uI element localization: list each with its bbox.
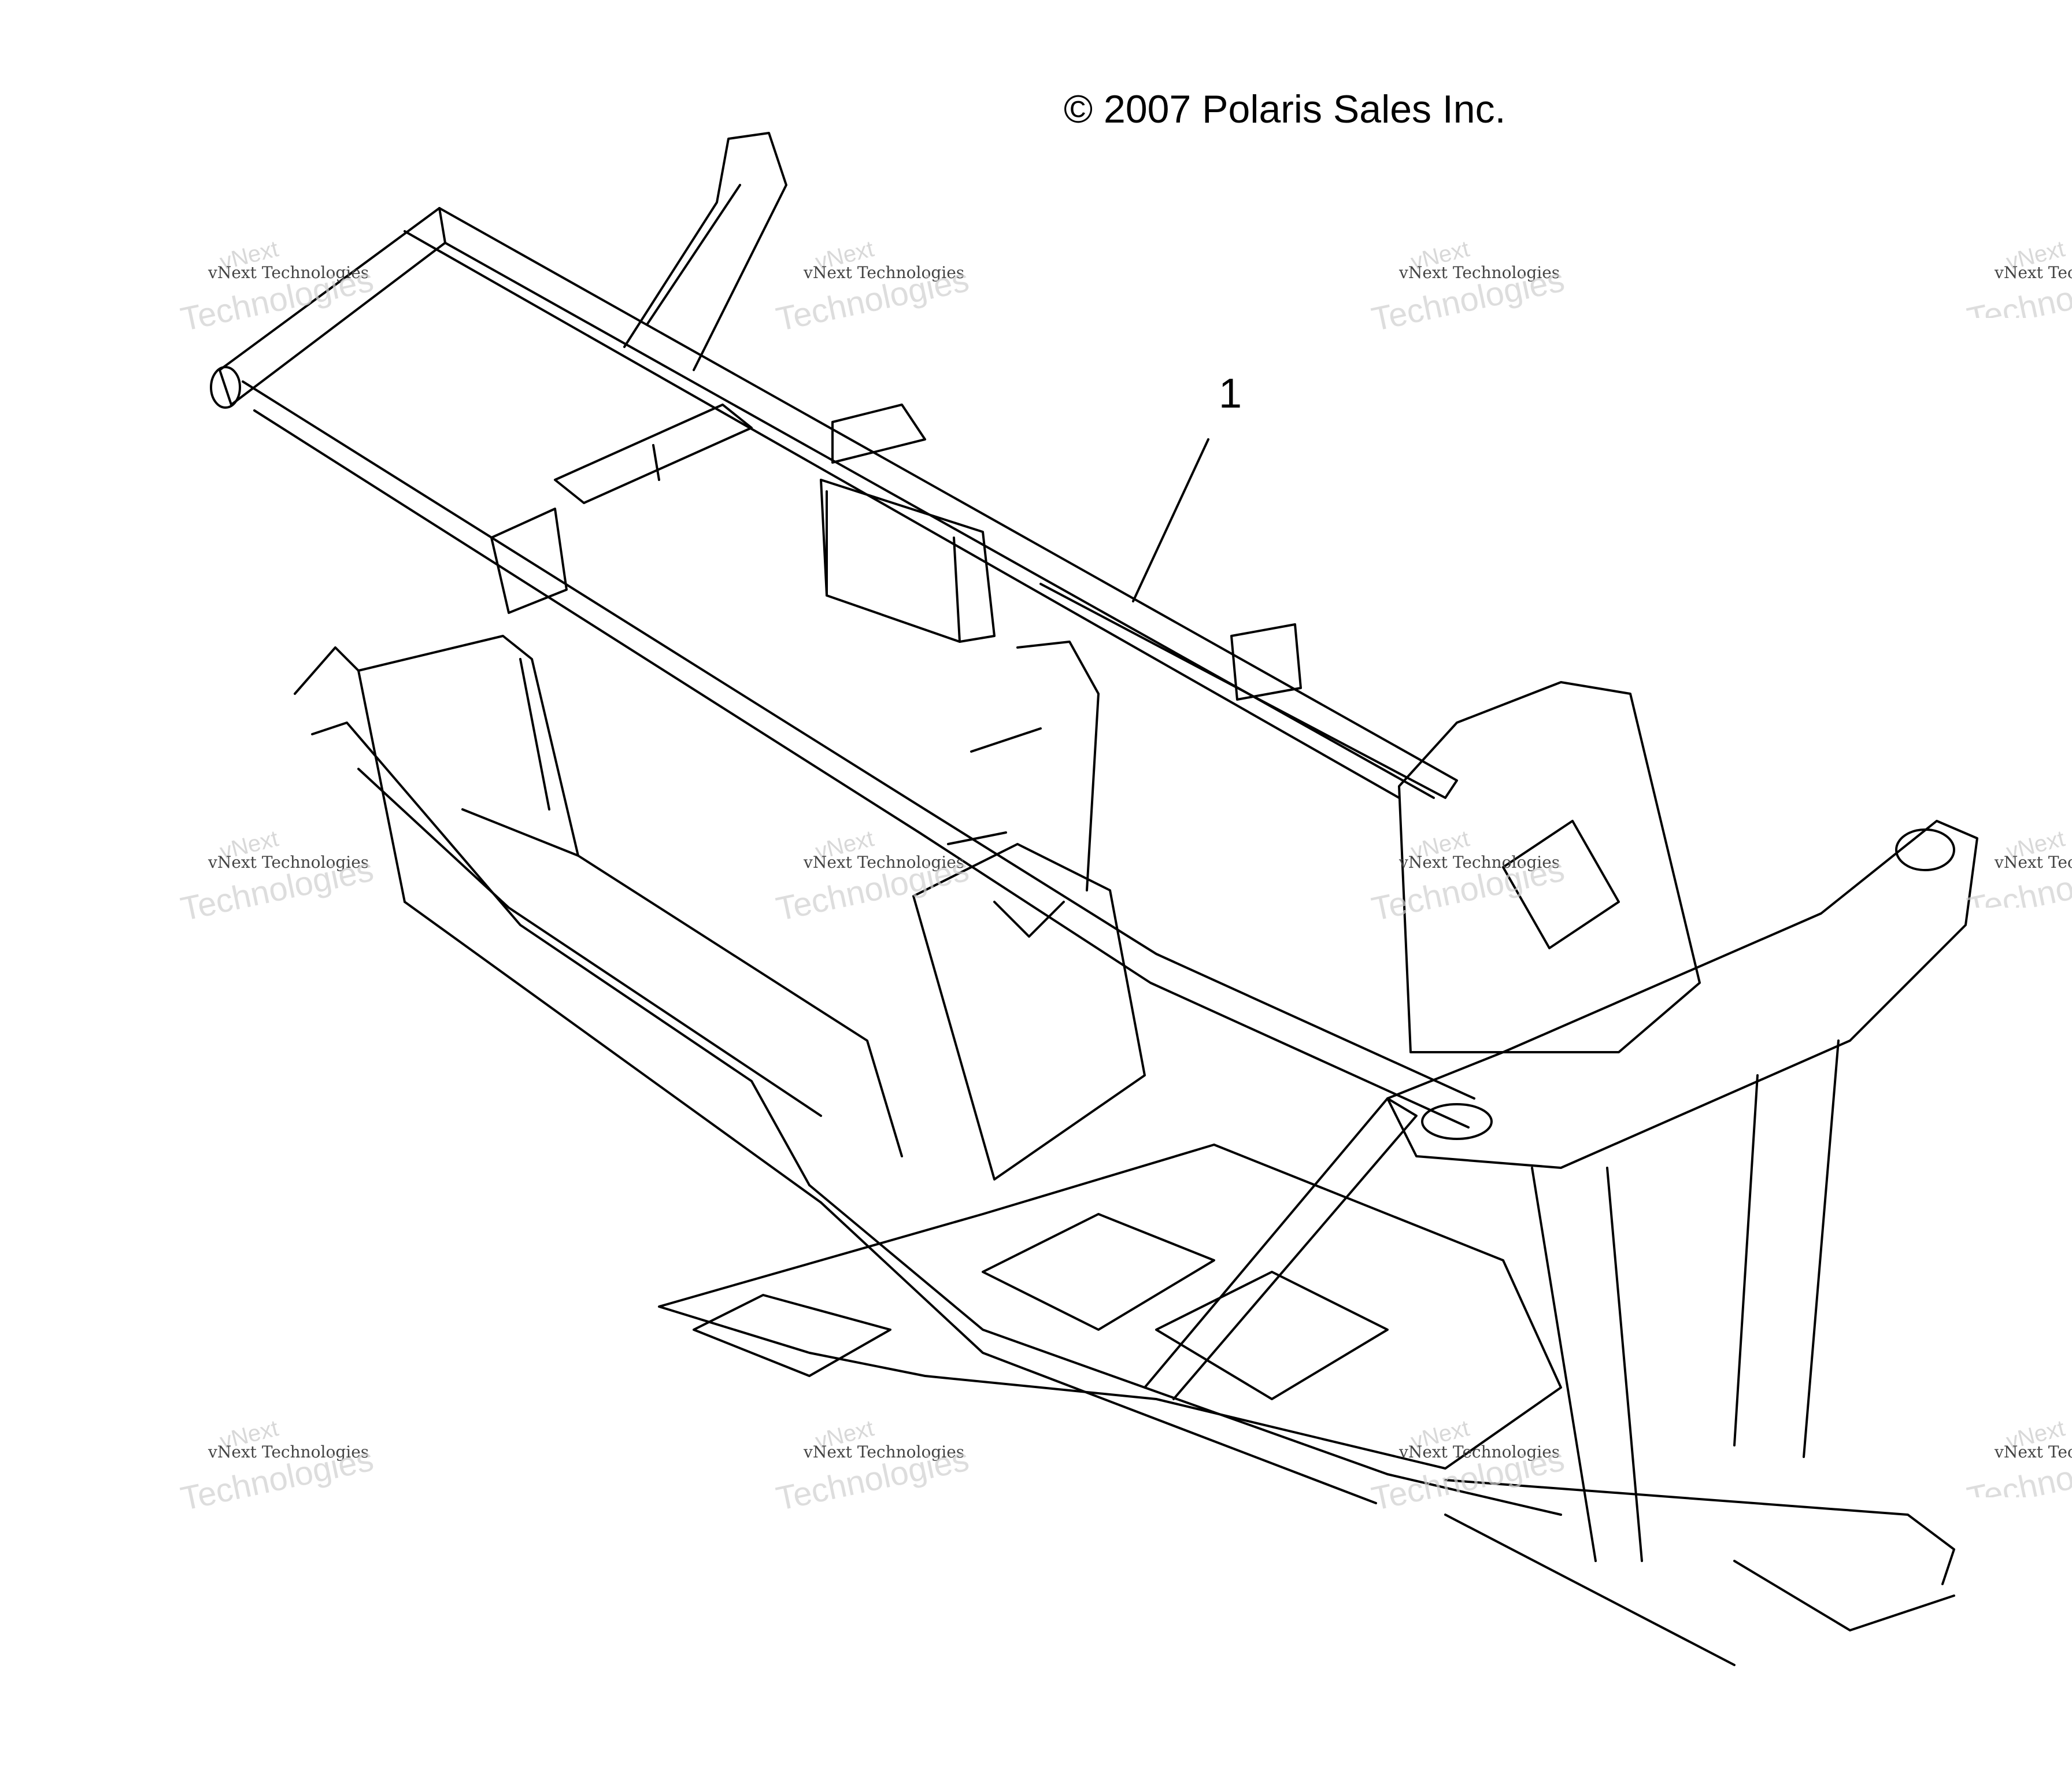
diagonal-brace <box>1144 1097 1418 1400</box>
lower-frame <box>294 635 1562 1516</box>
callout-leader <box>1132 438 1209 602</box>
upper-frame-rail <box>210 207 1475 1128</box>
copyright-text: © 2007 Polaris Sales Inc. <box>1064 87 1506 131</box>
floor-plate <box>658 1144 1562 1470</box>
front-post <box>623 132 787 371</box>
center-tunnel <box>912 641 1146 1181</box>
upper-cross-members <box>490 404 1302 701</box>
callout-label-1: 1 <box>1219 371 1242 417</box>
rear-crossbar <box>1386 820 1978 1666</box>
rear-plate <box>1398 681 1701 1053</box>
